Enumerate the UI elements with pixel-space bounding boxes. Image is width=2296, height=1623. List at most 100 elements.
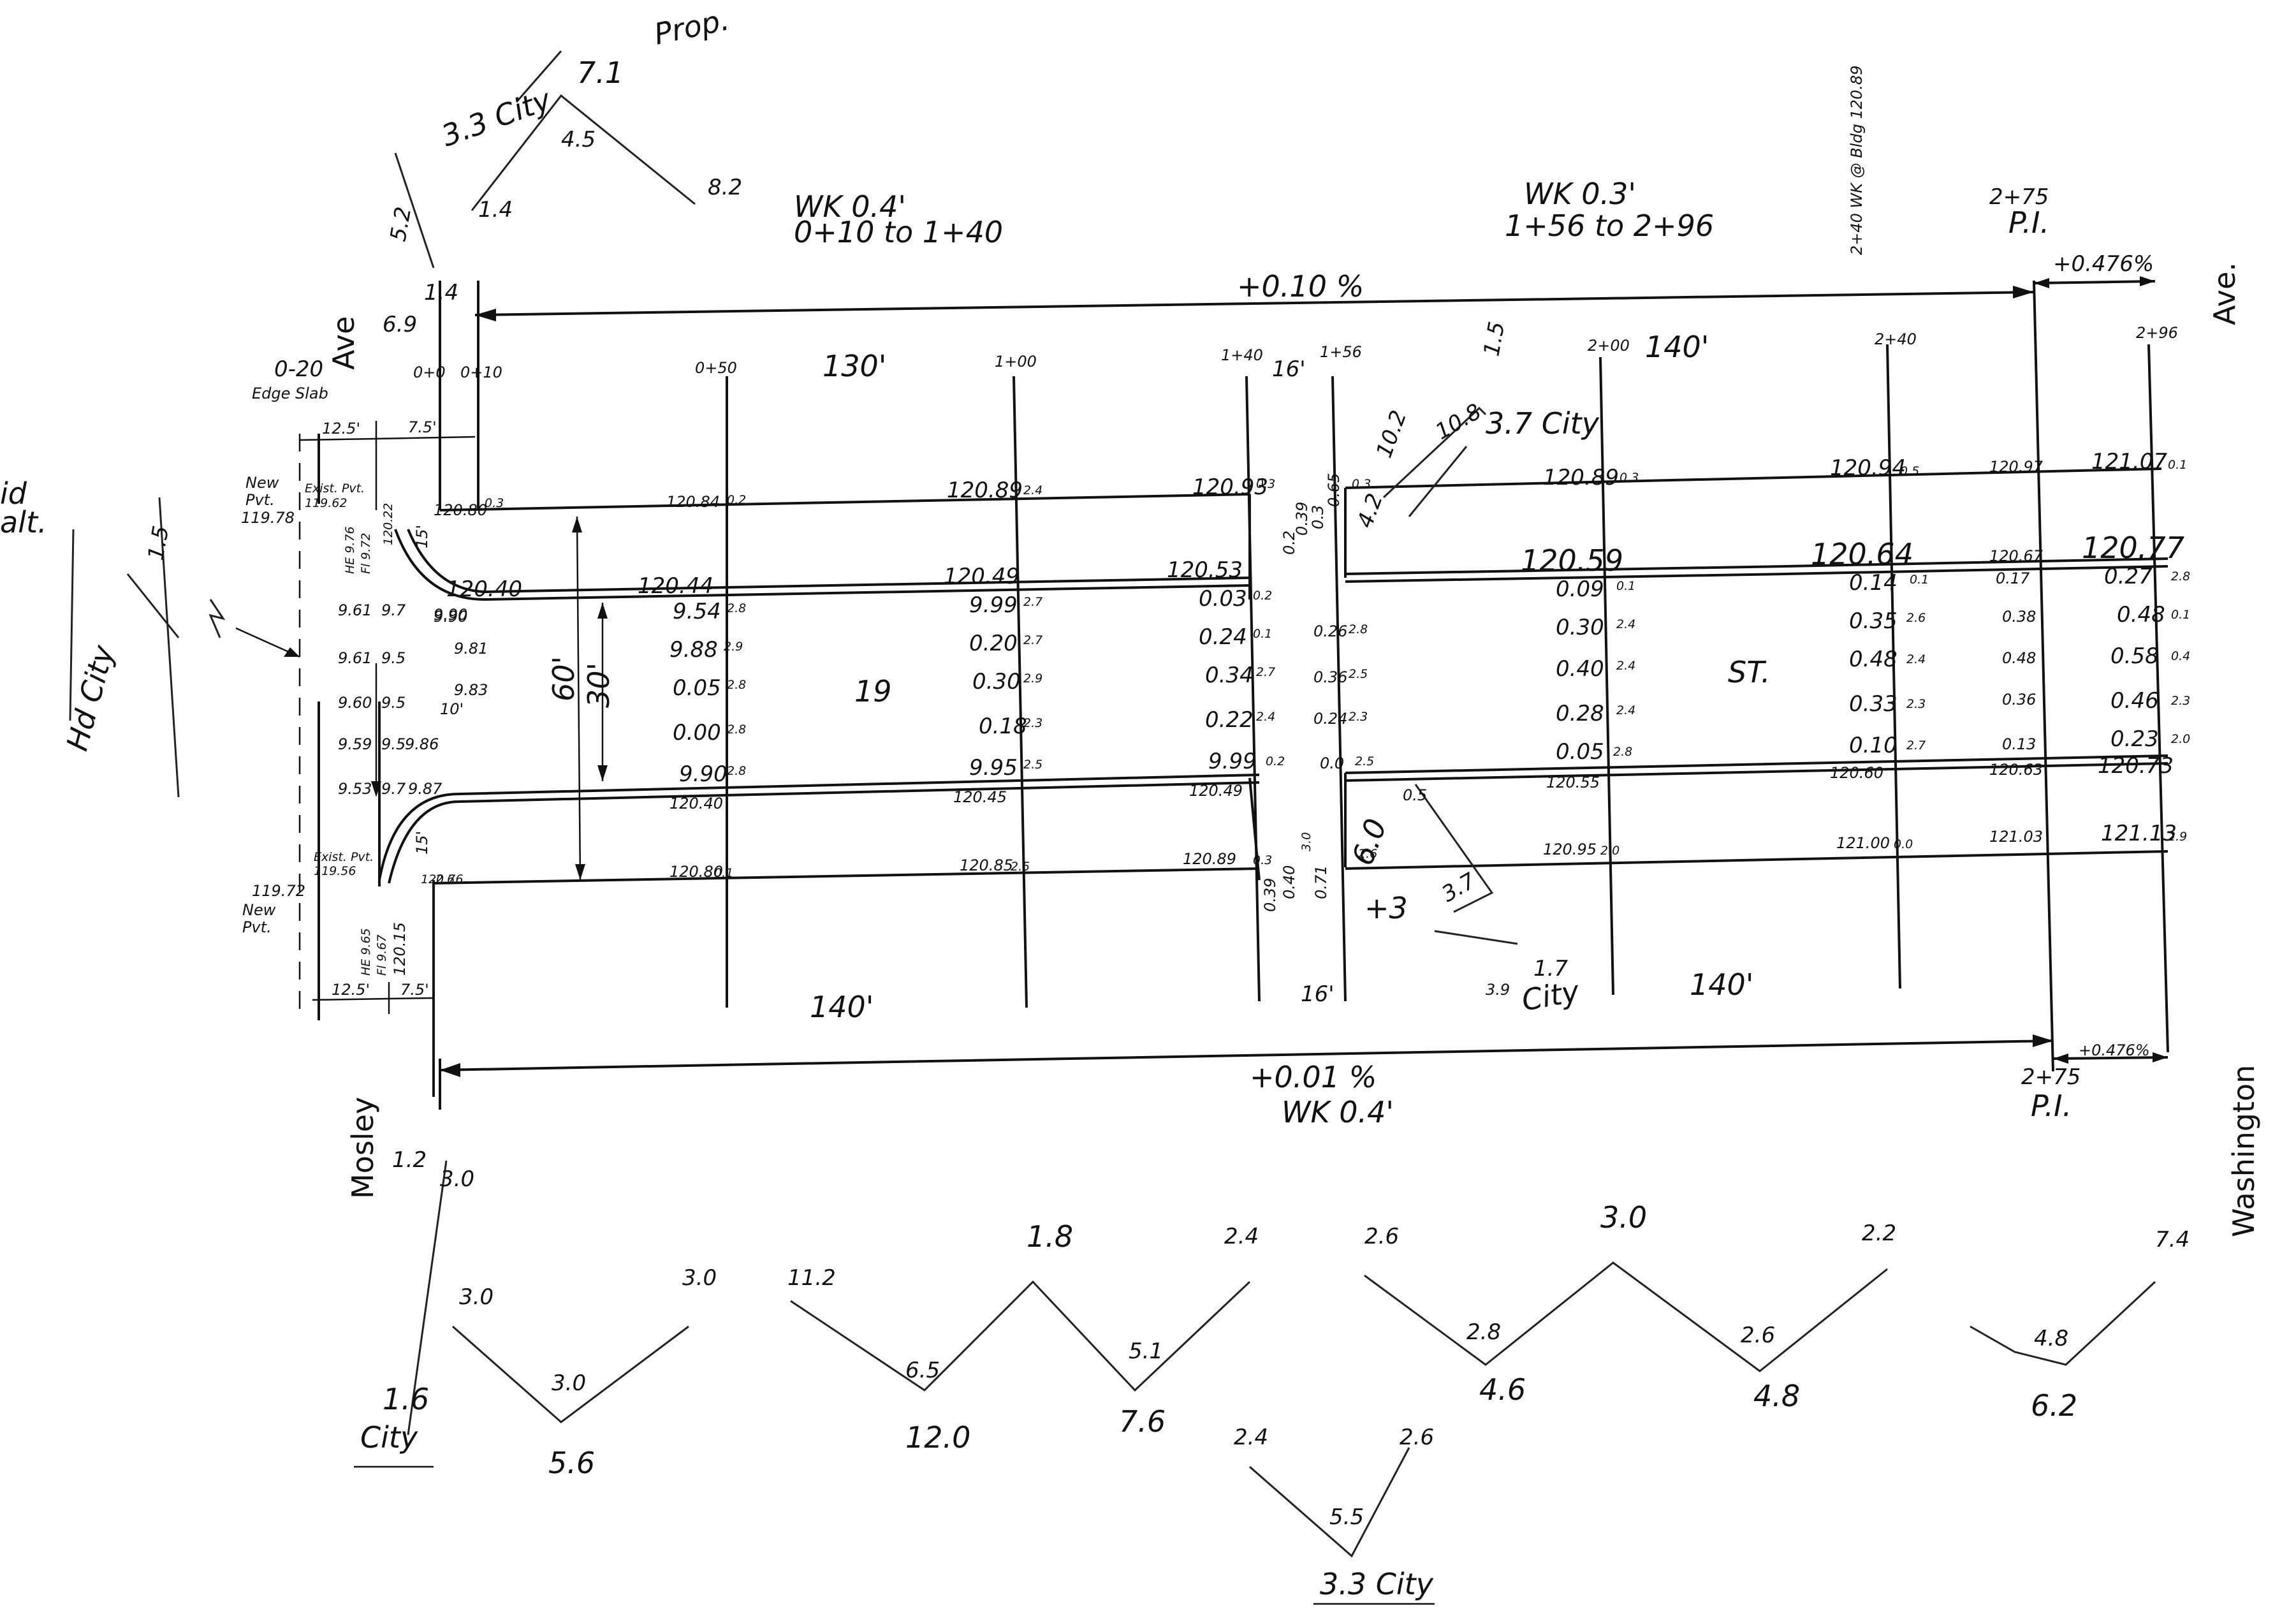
left-mid-2: 9.83 — [454, 681, 488, 699]
r7s-7: 2.0 — [2171, 732, 2190, 746]
r5s-3: 2.7 — [1256, 665, 1275, 679]
r6s-5: 2.3 — [1906, 697, 1926, 711]
walk-note-left-1: WK 0.4' — [794, 189, 906, 224]
sketch-a2: 4.2 — [1352, 490, 1388, 531]
new-pvt-bot-1: 119.72 — [252, 882, 305, 900]
r8-2: 120.45 — [953, 788, 1007, 806]
bs-m3: 3.0 — [459, 1284, 494, 1310]
left-mid-4: 9.87 — [408, 780, 442, 798]
pi-bottom-station: 2+75 — [2021, 1064, 2080, 1090]
r7-1: 9.90 — [679, 761, 728, 787]
gap-mid-3: 0.0 — [1320, 754, 1344, 772]
dim-10: 10' — [440, 700, 464, 718]
exist-pvt-bot-2: 119.56 — [314, 864, 356, 878]
gap-bot-0: 0.39 — [1261, 878, 1279, 912]
station-1-40: 1+40 — [1221, 346, 1263, 364]
r5s-2: 2.9 — [1023, 672, 1042, 686]
walk-note-left-2: 0+10 to 1+40 — [794, 215, 1003, 249]
far-left-3: 1.5 — [143, 524, 174, 562]
vertical-note: 2+40 WK @ Bldg 120.89 — [1848, 66, 1866, 255]
top-sketch-1-4: 1.4 — [478, 197, 513, 223]
walk-note-right-1: WK 0.3' — [1524, 177, 1636, 211]
r4-6: 0.38 — [2002, 608, 2036, 626]
gap-top-4: 0.3 — [1352, 477, 1371, 491]
r6s-1: 2.8 — [727, 723, 746, 737]
bs-m7: City — [360, 1420, 418, 1455]
top-sketch-1-4b: 1.4 — [424, 280, 458, 305]
r9-1: 120.80 — [669, 863, 723, 881]
left-row2-4: 9.7 — [381, 780, 406, 798]
left-row-3: 9.59 — [338, 735, 372, 753]
r1s-4: 0.3 — [1620, 471, 1639, 485]
station-2-96: 2+96 — [2136, 324, 2178, 342]
r9s-7: 2.9 — [2168, 830, 2187, 844]
gap-mid-s-0: 2.8 — [1349, 622, 1368, 636]
left-row-1: 9.61 — [338, 649, 372, 667]
r9s-1: 0.1 — [714, 866, 733, 880]
left-mid-0: 9.90 — [434, 606, 467, 624]
r8-7: 120.73 — [2098, 753, 2174, 779]
r1-6: 120.97 — [1989, 458, 2044, 476]
sketch-a3: 10.8 — [1431, 399, 1486, 444]
gap-bot-1: 0.40 — [1280, 865, 1298, 899]
r3-1: 9.54 — [673, 599, 721, 624]
r7s-4: 2.8 — [1613, 745, 1632, 759]
r4s-1: 2.9 — [724, 640, 743, 654]
sketch-b7: 0.5 — [1403, 786, 1427, 804]
bs-n7: 7.6 — [1119, 1404, 1166, 1439]
r5-4: 0.40 — [1556, 656, 1604, 682]
gap-mid-2: 0.24 — [1313, 710, 1347, 728]
exist-pvt-top-2: 119.62 — [305, 496, 347, 510]
r1-5: 120.94 — [1830, 455, 1906, 481]
left-row2-1: 9.5 — [381, 649, 406, 667]
bs-o7: 4.8 — [1753, 1379, 1800, 1413]
r5-3: 0.34 — [1205, 663, 1254, 688]
plan-linework — [208, 276, 2169, 1110]
r6-5: 0.33 — [1849, 691, 1897, 717]
sketch-a1: 10.2 — [1371, 407, 1412, 461]
station-2-00: 2+00 — [1588, 337, 1630, 355]
gap-top-1: 0.39 — [1293, 502, 1311, 536]
r7s-3: 0.2 — [1266, 754, 1285, 768]
r1s-1: 0.2 — [727, 493, 746, 507]
r6s-2: 2.3 — [1023, 716, 1042, 730]
bs-o1: 2.6 — [1364, 1224, 1399, 1249]
r5s-4: 2.4 — [1616, 659, 1635, 673]
r2-4: 120.59 — [1521, 543, 1623, 578]
r8-3: 120.49 — [1189, 782, 1243, 800]
left-row2-0: 9.7 — [381, 601, 406, 619]
left-mid-1: 9.81 — [454, 640, 488, 657]
r8-4: 120.55 — [1546, 774, 1600, 791]
grade-top-right: +0.476% — [2053, 251, 2154, 277]
bs-q3: 5.5 — [1329, 1504, 1364, 1530]
station-0-50: 0+50 — [695, 359, 737, 377]
r7-6: 0.13 — [2002, 735, 2036, 753]
bs-q2: 2.6 — [1400, 1425, 1434, 1450]
r7s-1: 2.8 — [727, 764, 746, 778]
sketch-a5: 3.7 City — [1486, 406, 1600, 441]
station-1-00: 1+00 — [995, 353, 1037, 371]
bs-n3: 2.4 — [1224, 1224, 1259, 1249]
street-label-prefix: 19 — [854, 674, 892, 709]
dim-140-top: 140' — [1645, 330, 1709, 364]
street-label-washington: Washington — [2227, 1065, 2261, 1237]
bs-p3: 6.2 — [2031, 1388, 2077, 1423]
dim-140-bot-left: 140' — [810, 990, 874, 1024]
bs-o4: 2.8 — [1466, 1319, 1501, 1345]
r6-6: 0.36 — [2002, 691, 2036, 709]
gap-top-2: 0.3 — [1309, 505, 1327, 529]
bs-n2: 1.8 — [1027, 1219, 1073, 1254]
r5-1: 0.05 — [673, 675, 721, 701]
new-pvt-top-3: 119.78 — [241, 509, 295, 527]
r1-1: 120.84 — [666, 493, 720, 511]
bs-m6: 1.6 — [383, 1382, 429, 1416]
r6-7: 0.46 — [2110, 688, 2159, 714]
r3s-4: 0.1 — [1616, 579, 1635, 593]
dim-7-5-bot: 7.5' — [400, 981, 429, 999]
dim-60: 60' — [546, 656, 581, 701]
bs-n1: 11.2 — [787, 1265, 836, 1291]
dim-15-bot: 15' — [413, 831, 431, 855]
exist-pvt-top-1: Exist. Pvt. — [305, 481, 365, 496]
r9-3: 120.89 — [1183, 850, 1236, 868]
r1-2: 120.89 — [947, 478, 1023, 503]
